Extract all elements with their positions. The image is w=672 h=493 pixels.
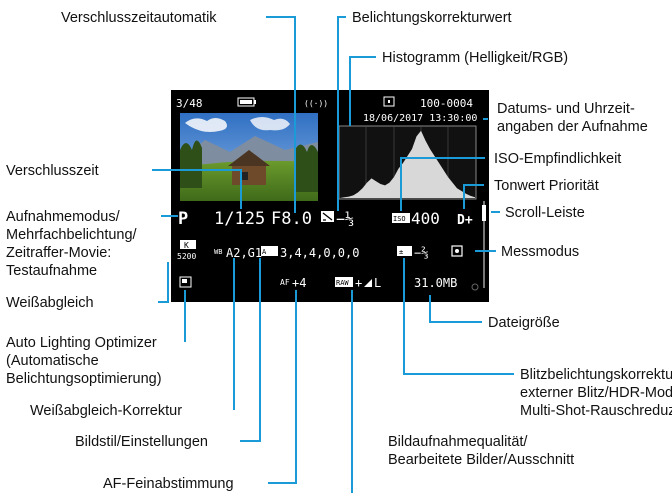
iso-icon-label: ISO — [393, 215, 406, 223]
flash-comp-value: −⅔ — [414, 246, 428, 260]
label-modus-4: Testaufnahme — [6, 263, 97, 279]
flash-comp-icon — [397, 246, 412, 256]
aperture: F8.0 — [271, 209, 312, 229]
scroll-thumb[interactable] — [482, 205, 486, 221]
wb-shift-value: A2,G1 — [226, 246, 262, 260]
leader-iso — [400, 157, 485, 211]
label-messmodus: Messmodus — [501, 244, 579, 260]
leader-dateigroesse — [429, 295, 482, 323]
label-modus-3: Zeitraffer-Movie: — [6, 245, 111, 261]
af-adjust-icon: AF — [280, 278, 290, 287]
leader-af — [268, 290, 297, 484]
leader-tonwert — [463, 184, 484, 209]
label-histogramm: Histogramm (Helligkeit/RGB) — [382, 50, 568, 66]
label-alo-1: Auto Lighting Optimizer — [6, 335, 157, 351]
label-blitz-1: Blitzbelichtungskorrekturwert/ — [520, 367, 672, 383]
date-time: 18/06/2017 13:30:00 — [363, 113, 477, 124]
battery-level — [240, 100, 252, 104]
exposure-comp-value: −⅓ — [336, 210, 354, 228]
label-iso: ISO-Empfindlichkeit — [494, 151, 621, 167]
leader-blitz — [403, 258, 514, 375]
label-datum-2: angaben der Aufnahme — [497, 119, 648, 135]
af-adjust-value: +4 — [292, 276, 306, 290]
raw-icon-label: RAW — [336, 279, 349, 287]
label-belichtungskorrekturwert: Belichtungskorrekturwert — [352, 10, 512, 26]
label-blitz-3: Multi-Shot-Rauschreduzierung — [520, 403, 672, 419]
wb-icon — [180, 240, 196, 249]
label-verschlusszeit: Verschlusszeit — [6, 163, 99, 179]
iso-value: 400 — [411, 209, 440, 228]
leader-belichtungskorrektur — [337, 16, 346, 211]
alo-icon — [179, 276, 192, 288]
label-modus-1: Aufnahmemodus/ — [6, 209, 121, 225]
iso-icon — [392, 213, 410, 223]
photo-thumbnail — [180, 113, 318, 201]
label-bildstil: Bildstil/Einstellungen — [75, 434, 208, 450]
battery-tip — [254, 100, 256, 104]
metering-icon — [451, 245, 463, 257]
label-verschlusszeitautomatik: Verschlusszeitautomatik — [61, 10, 217, 26]
label-bildqualitaet-1: Bildaufnahmequalität/ — [388, 434, 528, 450]
leader-histogramm — [349, 56, 376, 126]
leader-verschlusszeitautomatik — [266, 16, 296, 213]
picture-style-icon-label: A — [262, 248, 267, 256]
leader-weissabgleich — [158, 262, 169, 303]
metering-icon-dot — [455, 249, 459, 253]
dial-icon — [471, 283, 479, 291]
label-datum-1: Datums- und Uhrzeit- — [497, 101, 635, 117]
label-alo-2: (Automatische — [6, 353, 99, 369]
label-scroll: Scroll-Leiste — [505, 205, 585, 221]
histogram — [338, 125, 477, 200]
wb-shift-icon: WB — [214, 248, 222, 256]
label-alo-3: Belichtungsoptimierung) — [6, 371, 162, 387]
label-tonwert: Tonwert Priorität — [494, 178, 599, 194]
tone-priority: D+ — [457, 213, 473, 228]
wb-temperature: 5200 — [177, 252, 196, 261]
histogram-area — [340, 130, 475, 198]
leader-verschlusszeit — [152, 169, 242, 209]
file-size: 31.0MB — [414, 276, 457, 290]
shutter-speed: 1/125 — [214, 209, 265, 229]
af-point-icon — [383, 96, 395, 107]
frame-counter: 3/48 — [176, 97, 203, 110]
wb-icon-label: K — [184, 241, 189, 250]
label-weissabgleich: Weißabgleich — [6, 295, 94, 311]
label-dateigroesse: Dateigröße — [488, 315, 560, 331]
picture-style-settings: 3,4,4,0,0,0 — [280, 246, 359, 260]
leader-bildstil — [240, 258, 261, 442]
label-blitz-2: externer Blitz/HDR-Modus — [520, 385, 672, 401]
exposure-comp-icon-mark — [322, 212, 333, 221]
label-wb-korrektur: Weißabgleich-Korrektur — [30, 403, 182, 419]
folder-file-number: 100-0004 — [420, 97, 473, 110]
leader-lines — [152, 16, 514, 493]
quality-plus: + — [355, 276, 362, 290]
flash-comp-icon-label: ± — [399, 248, 403, 256]
af-point-dot — [388, 100, 390, 103]
alo-icon-mark — [182, 279, 187, 283]
quality-value: L — [374, 276, 381, 290]
picture-style-icon — [261, 246, 278, 256]
shooting-mode: P — [178, 209, 188, 229]
raw-icon — [335, 277, 353, 287]
quality-size-icon — [364, 279, 372, 287]
label-bildqualitaet-2: Bearbeitete Bilder/Ausschnitt — [388, 452, 574, 468]
label-af: AF-Feinabstimmung — [103, 476, 234, 492]
wifi-icon: ((·)) — [304, 99, 328, 108]
label-modus-2: Mehrfachbelichtung/ — [6, 227, 138, 243]
